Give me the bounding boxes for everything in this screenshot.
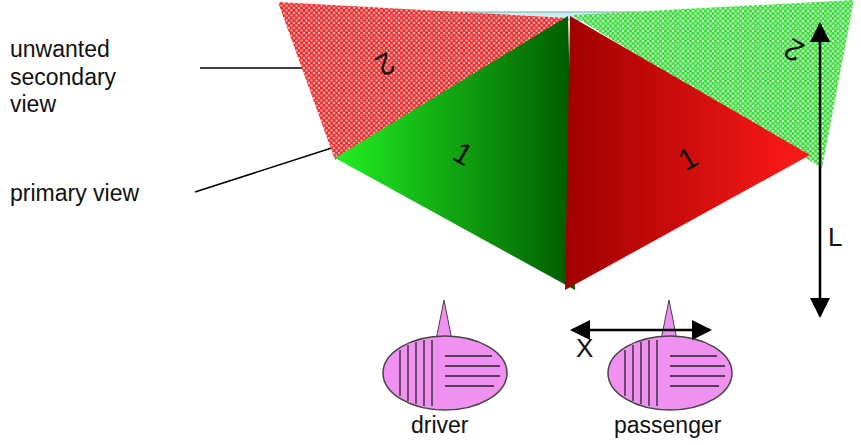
passenger-head: [608, 300, 732, 410]
person-label: passenger: [614, 412, 721, 440]
dimension-label: X: [576, 333, 593, 364]
person-label: driver: [411, 412, 469, 440]
callout-label: unwanted secondary view: [10, 36, 130, 119]
primary-view-red: 1: [563, 16, 813, 292]
view-triangle: [565, 16, 810, 290]
dimension-label: L: [828, 222, 842, 253]
callout-label: primary view: [10, 180, 139, 208]
driver-head: [383, 300, 507, 410]
x-dimension: [572, 329, 710, 332]
l-dimension-line: [819, 24, 822, 316]
view-triangle: [335, 16, 575, 290]
